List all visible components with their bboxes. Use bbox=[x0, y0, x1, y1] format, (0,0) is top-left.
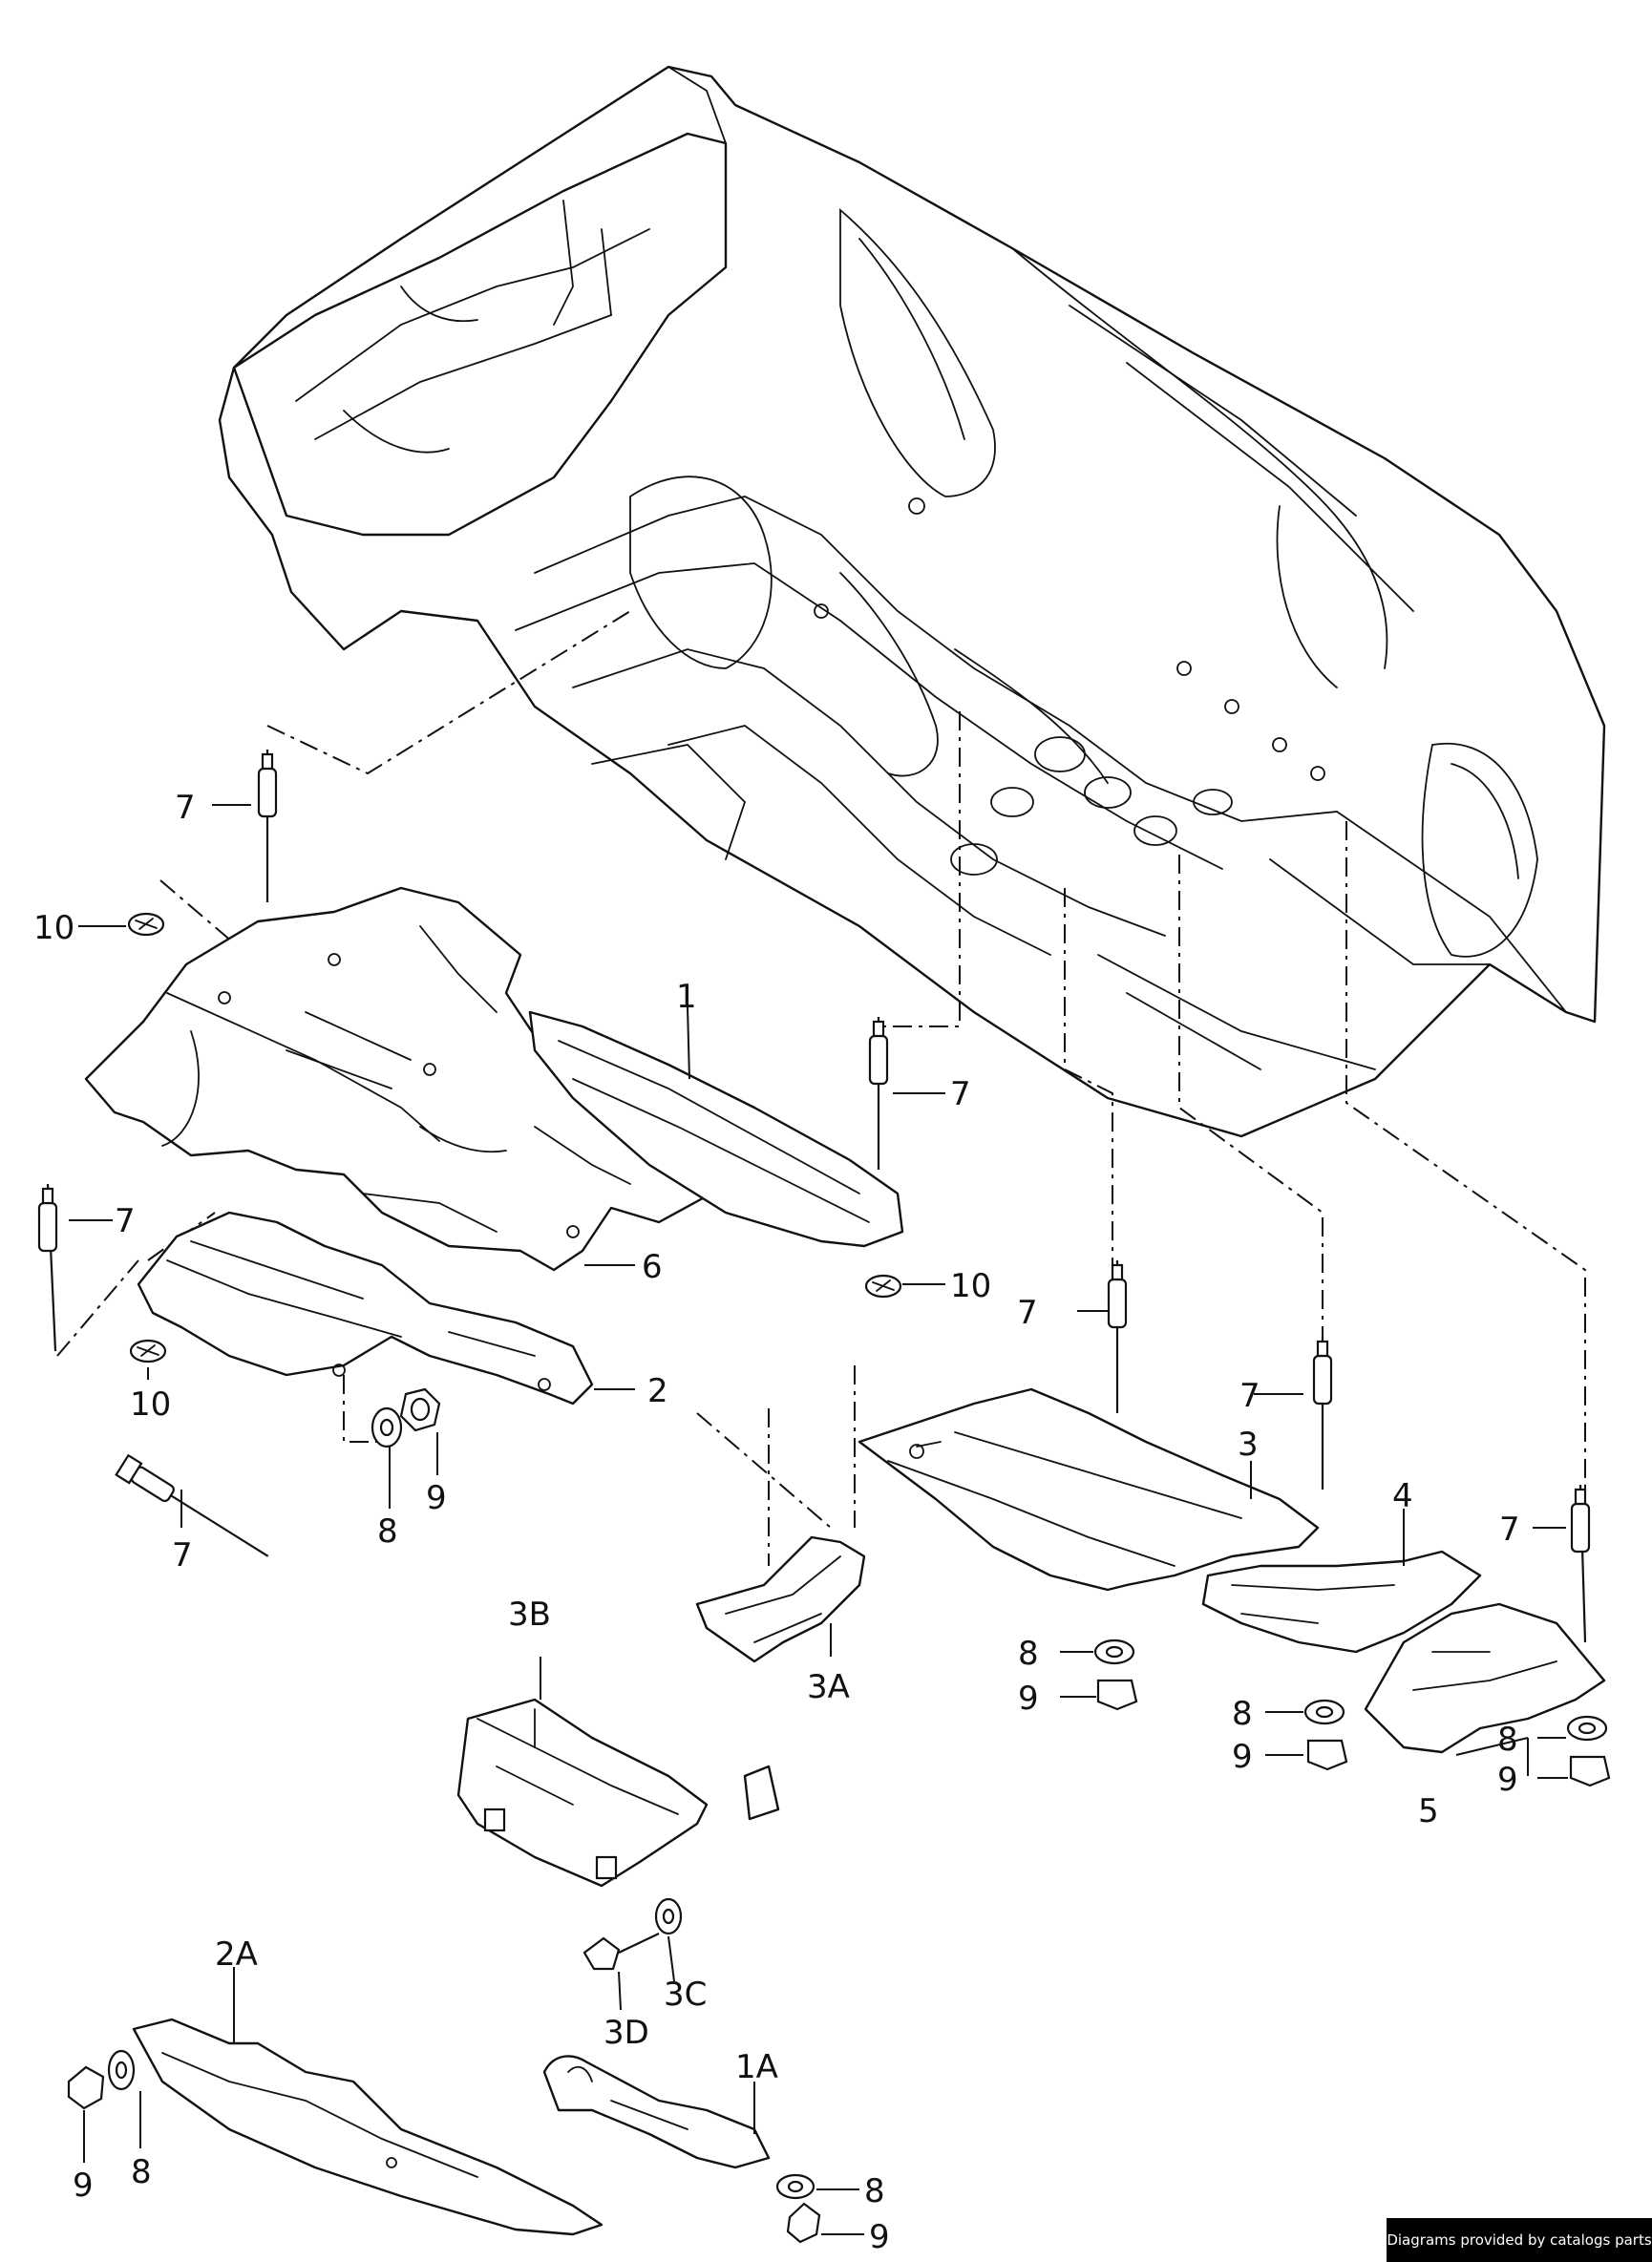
label-9: 9 bbox=[869, 2218, 890, 2256]
hardware-studs bbox=[37, 750, 1591, 1643]
label-3A: 3A bbox=[807, 1668, 850, 1706]
part-2-tunnel-shield bbox=[137, 1211, 594, 1406]
leader-lines bbox=[69, 804, 1568, 2235]
stud-7 bbox=[1107, 1260, 1128, 1413]
label-9: 9 bbox=[1018, 1680, 1039, 1718]
label-7: 7 bbox=[172, 1536, 193, 1575]
label-1A: 1A bbox=[735, 2048, 778, 2086]
label-5: 5 bbox=[1418, 1792, 1439, 1830]
label-8: 8 bbox=[1232, 1695, 1253, 1733]
label-9: 9 bbox=[426, 1479, 447, 1517]
hardware-washers-nuts bbox=[67, 1387, 1611, 2244]
label-10: 10 bbox=[130, 1385, 171, 1424]
label-7: 7 bbox=[1239, 1377, 1260, 1415]
stud-7 bbox=[1570, 1484, 1591, 1643]
credit-banner: Diagrams provided by catalogs parts bbox=[1387, 2218, 1652, 2262]
label-9: 9 bbox=[1232, 1738, 1253, 1776]
part-3-shield bbox=[858, 1387, 1320, 1592]
label-3C: 3C bbox=[664, 1976, 707, 2014]
assembly-lines bbox=[56, 610, 1586, 1566]
label-9: 9 bbox=[73, 2167, 94, 2205]
label-6: 6 bbox=[642, 1248, 663, 1286]
label-1: 1 bbox=[676, 978, 697, 1016]
label-7: 7 bbox=[1017, 1294, 1038, 1332]
part-4-shield bbox=[1201, 1550, 1482, 1654]
stud-7 bbox=[868, 1017, 889, 1170]
label-2A: 2A bbox=[215, 1935, 258, 1974]
stud-7 bbox=[257, 750, 278, 902]
label-3B: 3B bbox=[508, 1596, 551, 1634]
label-2: 2 bbox=[647, 1372, 668, 1410]
part-6-heat-shield bbox=[84, 886, 713, 1272]
label-9: 9 bbox=[1497, 1761, 1518, 1799]
part-3A-bracket bbox=[695, 1535, 866, 1663]
label-8: 8 bbox=[1018, 1635, 1039, 1673]
label-7: 7 bbox=[950, 1075, 971, 1113]
stud-7 bbox=[1312, 1337, 1333, 1490]
label-8: 8 bbox=[1497, 1721, 1518, 1759]
label-7: 7 bbox=[1499, 1511, 1520, 1549]
label-3D: 3D bbox=[604, 2014, 649, 2052]
part-3B-tray bbox=[456, 1698, 780, 1888]
stud-7 bbox=[37, 1183, 58, 1352]
label-10: 10 bbox=[33, 909, 74, 947]
callout-labels: 7 10 1 7 7 6 10 10 2 7 7 3 4 7 7 8 9 3B … bbox=[33, 789, 1520, 2256]
label-8: 8 bbox=[377, 1512, 398, 1551]
label-3: 3 bbox=[1238, 1426, 1259, 1464]
stud-7 bbox=[115, 1453, 269, 1557]
part-5-shield bbox=[1364, 1602, 1606, 1754]
label-8: 8 bbox=[864, 2172, 885, 2210]
label-7: 7 bbox=[115, 1202, 136, 1240]
label-7: 7 bbox=[175, 789, 196, 827]
car-underbody bbox=[218, 65, 1606, 1138]
part-1A-duct bbox=[542, 2055, 771, 2169]
label-10: 10 bbox=[950, 1267, 991, 1305]
label-8: 8 bbox=[131, 2153, 152, 2191]
label-4: 4 bbox=[1392, 1477, 1413, 1515]
hardware-clips bbox=[127, 912, 902, 1364]
part-1-narrow-shield bbox=[528, 1010, 904, 1248]
part-2A-shield bbox=[132, 2018, 604, 2236]
